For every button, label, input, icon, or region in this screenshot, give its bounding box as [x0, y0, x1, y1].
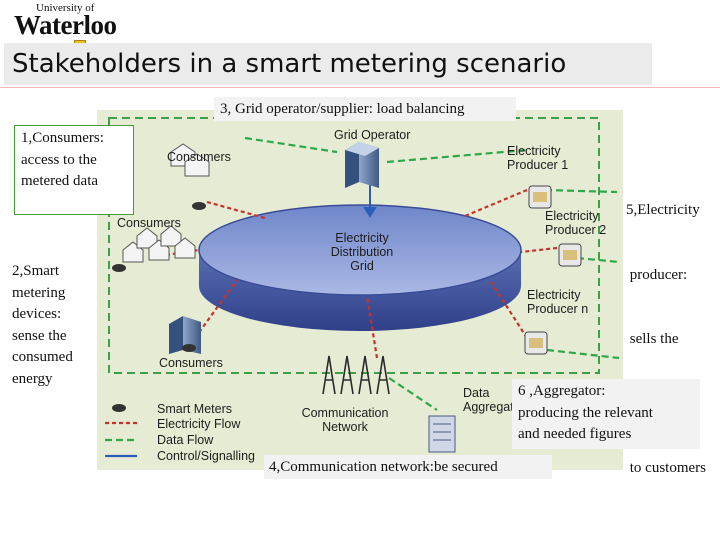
legend-glyphs: [105, 404, 137, 458]
logo-line2: Waterloo: [14, 10, 117, 40]
legend-data-flow: Data Flow: [157, 433, 214, 447]
label-communication-network: Communication Network: [301, 406, 389, 434]
data-aggregator-server-icon: [428, 415, 456, 453]
producer-icons: [524, 185, 582, 355]
callout-consumers: 1,Consumers: access to the metered data: [14, 125, 134, 215]
electricity-flows: [158, 188, 558, 359]
legend-control-signalling: Control/Signalling: [157, 449, 255, 463]
logo-line1: University of: [36, 2, 95, 14]
data-flows: [244, 136, 620, 411]
label-data-aggregator: Data Aggregator: [463, 386, 525, 414]
network-boundary: [108, 117, 600, 374]
communication-towers-icon: [322, 355, 390, 395]
label-grid-operator: Grid Operator: [334, 128, 411, 142]
label-consumers-top: Consumers: [167, 150, 231, 164]
label-distribution-grid: Electricity Distribution Grid: [330, 231, 394, 273]
label-consumers-mid: Consumers: [117, 216, 181, 230]
label-producer-1: Electricity Producer 1: [507, 144, 569, 172]
label-producer-n: Electricity Producer n: [527, 288, 589, 316]
legend-electricity-flow: Electricity Flow: [157, 417, 241, 431]
diagram-canvas: [105, 117, 620, 458]
page-title: Stakeholders in a smart metering scenari…: [4, 43, 652, 85]
legend-smart-meters: Smart Meters: [157, 402, 233, 416]
grid-operator-building-icon: [345, 142, 379, 188]
callout-grid-operator: 3, Grid operator/supplier: load balancin…: [214, 97, 516, 121]
label-consumers-bottom: Consumers: [159, 356, 223, 370]
callout-aggregator: 6 ,Aggregator: producing the relevant an…: [512, 379, 700, 449]
distribution-grid-disc: [198, 204, 522, 331]
smart-meter-icons: [112, 202, 206, 352]
university-logo: University of Waterloo: [6, 2, 126, 50]
title-divider: [0, 87, 720, 88]
consumer-houses-icon: [122, 143, 210, 263]
label-producer-2: Electricity Producer 2: [545, 209, 607, 237]
callout-producer: 5,Electricity producer: sells the electr…: [624, 155, 720, 476]
callout-communication-network: 4,Communication network:be secured: [264, 455, 552, 479]
callout-smart-meter: 2,Smart metering devices: sense the cons…: [8, 259, 92, 391]
